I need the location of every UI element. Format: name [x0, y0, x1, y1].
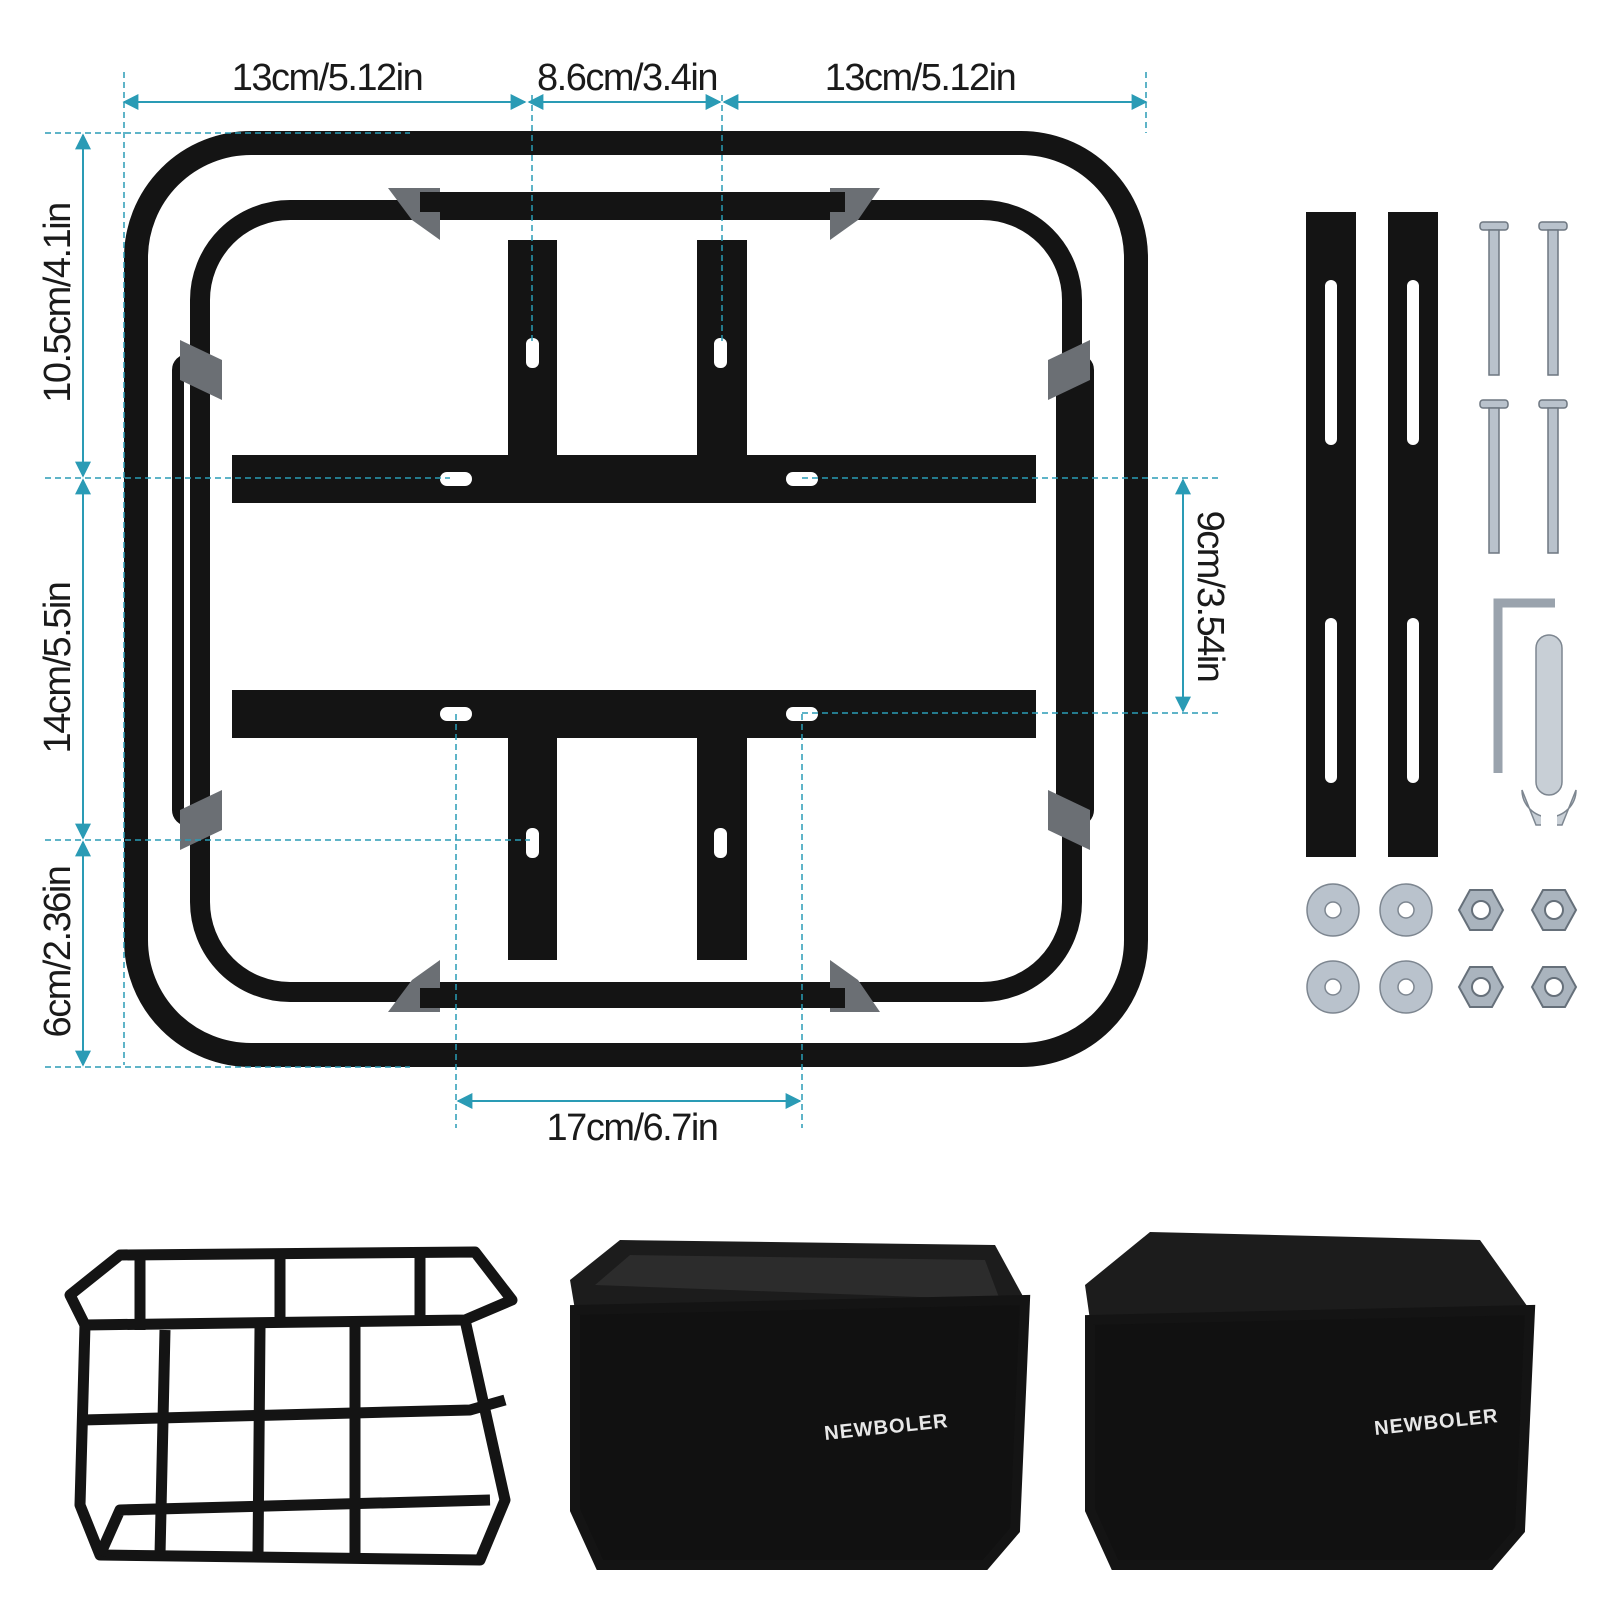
dim-top-left: 13cm/5.12in [232, 57, 423, 99]
dim-left-bottom: 6cm/2.36in [37, 867, 79, 1038]
dim-top-right: 13cm/5.12in [825, 57, 1016, 99]
basket-frame-view [64, 1246, 518, 1566]
wrench [1521, 634, 1577, 845]
dim-left-top: 10.5cm/4.1in [37, 203, 79, 403]
dim-right: 9cm/3.54in [1189, 511, 1231, 682]
hex-nuts [1457, 889, 1578, 1008]
mounting-strips [1306, 212, 1438, 857]
dim-top-middle: 8.6cm/3.4in [537, 57, 717, 99]
dim-bottom: 17cm/6.7in [547, 1107, 718, 1149]
rack-frame [124, 131, 1148, 1067]
basket-with-liner-view: NEWBOLER [570, 1240, 1031, 1570]
washers [1306, 883, 1433, 1014]
basket-with-lid-view: NEWBOLER [1085, 1232, 1536, 1570]
bolts [1479, 221, 1568, 554]
hex-key [1493, 598, 1555, 773]
dimension-labels: 13cm/5.12in 8.6cm/3.4in 13cm/5.12in 10.5… [37, 57, 1231, 1149]
dim-left-middle: 14cm/5.5in [37, 583, 79, 754]
dimension-lines [45, 72, 1220, 1128]
